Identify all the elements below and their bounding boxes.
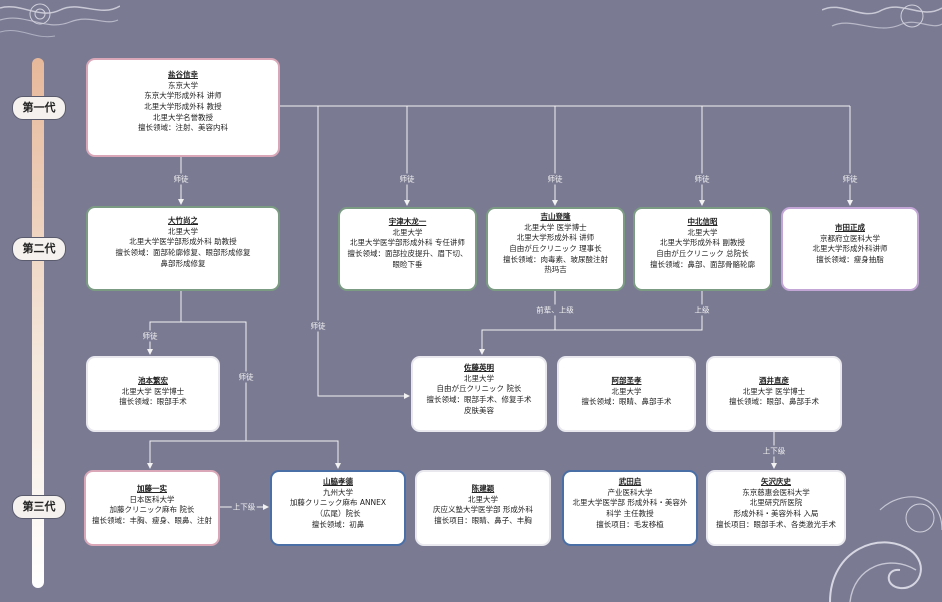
edge-label-shitu-3: 师徒	[546, 173, 564, 185]
node-chen: 陈建颖 北里大学 庆应义塾大学医学部 形成外科 擅长项目：眼睛、鼻子、丰胸	[415, 470, 551, 546]
edge-label-shitu-7: 师徒	[141, 330, 159, 342]
node-sato: 佐藤英明 北里大学 自由が丘クリニック 院长 擅长领域：眼部手术、修复手术 皮肤…	[411, 356, 547, 432]
edge-label-upper-lower-2: 上下级	[761, 445, 787, 457]
edge-nakakita-sato	[555, 291, 703, 331]
node-ichida: 市田正成 京都府立医科大学 北里大学形成外科讲师 擅长领域：瘦身抽脂	[781, 207, 919, 291]
edge-label-senior-junior: 前辈、上级	[535, 304, 575, 316]
generation-timeline	[32, 58, 44, 588]
edge-label-shitu-2: 师徒	[398, 173, 416, 185]
edge-otake-kato-branch	[181, 321, 247, 441]
generation-label-1: 第一代	[12, 96, 66, 120]
node-yazawa: 矢沢庆史 东京慈惠会医科大学 北里研究所医院 形成外科・美容外科 入局 擅长项目…	[706, 470, 846, 546]
node-abe: 阿部圣孝 北里大学 擅长领域：眼睛、鼻部手术	[557, 356, 696, 432]
edge-label-superior: 上级	[693, 304, 711, 316]
edge-yoshiyama-sato	[479, 291, 556, 355]
node-yoshiyama: 吉山登隆 北里大学 医学博士 北里大学形成外科 讲师 自由が丘クリニック 理事长…	[486, 207, 625, 291]
node-shiokawa: 盐谷信幸 东京大学 东京大学形成外科 讲师 北里大学形成外科 教授 北里大学名誉…	[86, 58, 280, 157]
node-utsunomiya: 宇津木龙一 北里大学 北里大学医学部形成外科 专任讲师 擅长领域：面部拉皮提升、…	[338, 207, 477, 291]
edge-branch-yamawaki	[246, 440, 341, 469]
node-kato: 加藤一实 日本医科大学 加藤クリニック麻布 院长 擅长领域：丰胸、瘦身、眼鼻、注…	[84, 470, 220, 546]
edge-label-shitu-6: 师徒	[309, 320, 327, 332]
node-sakai: 酒井直彦 北里大学 医学博士 擅长领域：眼部、鼻部手术	[706, 356, 842, 432]
node-otake: 大竹尚之 北里大学 北里大学医学部形成外科 助教授 擅长领域：面部轮廓修复、眼部…	[86, 206, 280, 291]
edge-label-upper-lower-1: 上下级	[231, 501, 257, 513]
node-name: 盐谷信幸	[168, 70, 198, 79]
edge-hub-sato	[317, 106, 410, 399]
edge-label-shitu-8: 师徒	[237, 371, 255, 383]
generation-label-3: 第三代	[12, 495, 66, 519]
edge-branch-kato	[147, 440, 246, 469]
edge-label-shitu-1: 师徒	[172, 173, 190, 185]
edge-otake-split	[147, 291, 182, 355]
node-yamawaki: 山脇孝德 九州大学 加藤クリニック麻布 ANNEX （広尾）院长 擅长领域：初鼻	[270, 470, 406, 546]
generation-label-2: 第二代	[12, 237, 66, 261]
edge-label-shitu-5: 师徒	[841, 173, 859, 185]
edge-label-shitu-4: 师徒	[693, 173, 711, 185]
node-ikemoto: 池本繁宏 北里大学 医学博士 擅长领域：眼部手术	[86, 356, 220, 432]
node-nakakita: 中北信昭 北里大学 北里大学形成外科 副教授 自由が丘クリニック 总院长 擅长领…	[633, 207, 772, 291]
node-takeda: 武田启 产业医科大学 北里大学医学部 形成外科・美容外 科学 主任教授 擅长项目…	[562, 470, 698, 546]
